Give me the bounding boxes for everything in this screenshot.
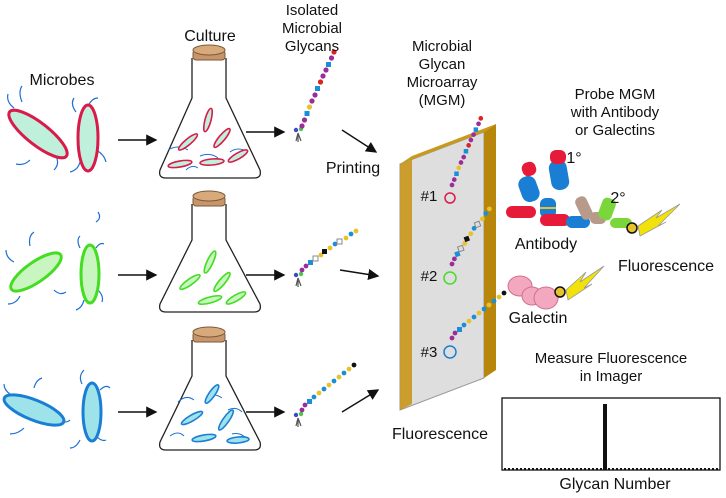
flask-icon: [158, 326, 262, 451]
secondary-label: 2°: [610, 190, 626, 207]
culture-label: Culture: [184, 28, 236, 45]
primary-label: 1°: [566, 150, 582, 167]
microbe-icon: [7, 85, 107, 173]
lightning-bolt-icon: [637, 203, 681, 237]
galectin-icon: [507, 275, 566, 310]
measure-label: Measure Fluorescence in Imager: [534, 350, 688, 385]
flask-icon: [158, 190, 262, 313]
glycan-chain-icon: [293, 49, 337, 143]
spot-1-label: #1: [420, 188, 438, 205]
fluorescence-top-label: Fluorescence: [617, 258, 715, 275]
microbe-icon: [5, 211, 105, 311]
arrow-icon: [341, 389, 380, 413]
galectin-label: Galectin: [508, 310, 568, 327]
antibody-icon: [506, 150, 638, 234]
spot-2-label: #2: [420, 268, 438, 285]
isolated-glycans-label: Isolated Microbial Glycans: [281, 2, 342, 55]
glycan-chain-icon: [293, 228, 359, 288]
printing-label: Printing: [325, 160, 381, 177]
microarray-label: Microbial Glycan Microarray (MGM): [406, 38, 478, 109]
fluorescence-axis-label: Fluorescence: [391, 426, 489, 443]
flask-icon: [158, 44, 262, 179]
lightning-bolt-icon: [565, 265, 605, 301]
glycan-number-label: Glycan Number: [559, 476, 671, 493]
arrow-icon: [339, 268, 380, 281]
microbe-icon: [2, 369, 111, 449]
histogram-icon: [501, 397, 721, 471]
microbes-label: Microbes: [29, 72, 95, 89]
antibody-label: Antibody: [514, 236, 578, 253]
microarray-slide-icon: [399, 124, 496, 411]
spot-3-label: #3: [420, 344, 438, 361]
arrow-icon: [341, 129, 378, 153]
glycan-chain-icon: [293, 362, 357, 428]
probe-label: Probe MGM with Antibody or Galectins: [570, 86, 660, 139]
